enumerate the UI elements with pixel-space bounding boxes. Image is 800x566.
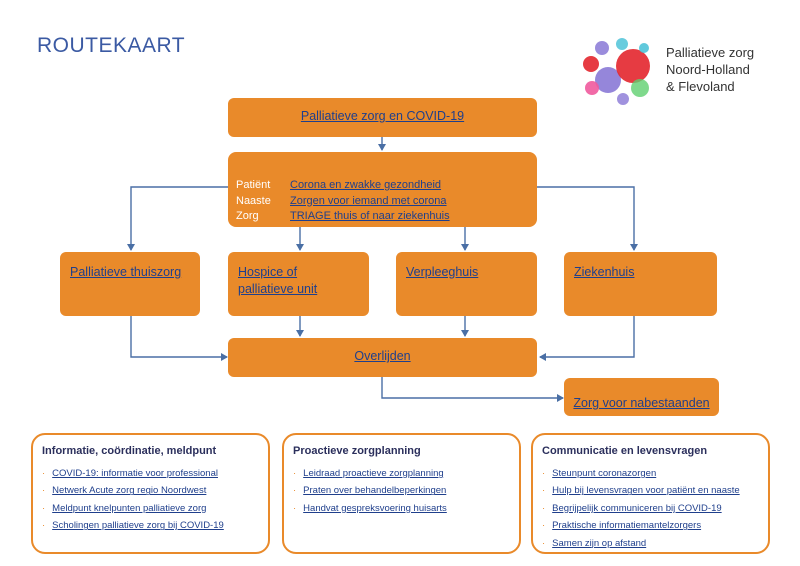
item-link[interactable]: Steunpunt coronazorgen — [552, 468, 657, 479]
item-link[interactable]: Begrijpelijk communiceren bij COVID-19 — [552, 502, 722, 514]
flow-triage-box: Patiënt Corona en zwakke gezondheid Naas… — [228, 152, 537, 227]
row-label: Patiënt — [236, 179, 271, 191]
item-link[interactable]: Leidraad proactieve zorgplanning — [303, 468, 444, 479]
verpleeghuis-link[interactable]: Verpleeghuis — [406, 265, 479, 279]
hospice-link[interactable]: Hospice of palliatieve unit — [238, 265, 318, 296]
list-item[interactable]: · Steunpunt coronazorgen — [542, 465, 740, 482]
list-item[interactable]: · COVID-19: informatie voor professional — [42, 465, 224, 482]
item-link[interactable]: Handvat gespreksvoering huisarts — [303, 502, 447, 514]
setting-ziekenhuis-box: Ziekenhuis — [564, 252, 717, 316]
setting-thuiszorg-box: Palliatieve thuiszorg — [60, 252, 200, 316]
triage-row-patient: Patiënt Corona en zwakke gezondheid — [236, 178, 450, 194]
logo-line-2: Noord-Holland — [666, 62, 750, 77]
flow-top-box: Palliatieve zorg en COVID-19 — [228, 98, 537, 137]
panel-list: ·COVID-19: informatie voor professional … — [42, 465, 224, 535]
list-item[interactable]: · Begrijpelijk communiceren bij COVID-19 — [542, 500, 740, 517]
bullet-icon: · — [542, 502, 546, 514]
bereaved-box: Zorg voor nabestaanden — [564, 378, 719, 416]
naaste-link[interactable]: Zorgen voor iemand met corona — [290, 194, 447, 207]
overlijden-link[interactable]: Overlijden — [354, 349, 411, 363]
zorg-link[interactable]: TRIAGE thuis of naar ziekenhuis — [290, 210, 450, 222]
item-link[interactable]: Praten over behandelbeperkingen — [303, 485, 447, 497]
item-link[interactable]: Hulp bij levensvragen voor patiënt en na… — [552, 485, 740, 497]
covid-link[interactable]: Palliatieve zorg en COVID-19 — [300, 109, 465, 123]
item-link[interactable]: Scholingen palliatieve zorg bij COVID-19 — [52, 520, 224, 532]
list-item[interactable]: · Leidraad proactieve zorgplanning — [293, 465, 447, 482]
panel-title: Communicatie en levensvragen — [542, 445, 708, 457]
setting-hospice-box: Hospice of palliatieve unit — [228, 252, 369, 316]
death-box: Overlijden — [228, 338, 537, 377]
list-item[interactable]: · Praktische informatiemantelzorgers — [542, 517, 740, 534]
row-label: Naaste — [236, 194, 271, 207]
panel-communicatie: Communicatie en levensvragen · Steunpunt … — [531, 433, 770, 554]
ziekenhuis-link[interactable]: Ziekenhuis — [574, 265, 635, 279]
row-label: Zorg — [236, 210, 259, 222]
bullet-icon: · — [293, 485, 297, 497]
bullet-icon: · — [42, 502, 46, 514]
logo-icon — [583, 38, 650, 105]
nabestaanden-link[interactable]: Zorg voor nabestaanden — [573, 396, 710, 410]
panel-title: Proactieve zorgplanning — [293, 445, 421, 457]
bullet-icon: · — [542, 537, 546, 549]
logo-line-3: & Flevoland — [666, 79, 735, 94]
triage-rows: Patiënt Corona en zwakke gezondheid Naas… — [236, 178, 450, 225]
triage-row-naaste: Naaste Zorgen voor iemand met corona — [236, 194, 450, 210]
logo-text: Palliatieve zorg Noord-Holland & Flevola… — [666, 44, 754, 95]
bullet-icon: · — [293, 468, 297, 479]
panel-proactief: Proactieve zorgplanning · Leidraad proact… — [282, 433, 521, 554]
item-link[interactable]: Praktische informatiemantelzorgers — [552, 520, 702, 532]
bullet-icon: · — [42, 485, 46, 497]
panel-list: · Leidraad proactieve zorgplanning · Prate… — [293, 465, 447, 517]
triage-row-zorg: Zorg TRIAGE thuis of naar ziekenhuis — [236, 209, 450, 225]
list-item[interactable]: · Meldpunt knelpunten palliatieve zorg — [42, 500, 224, 517]
panel-list: · Steunpunt coronazorgen · Hulp bij levens… — [542, 465, 740, 552]
patient-link[interactable]: Corona en zwakke gezondheid — [290, 179, 442, 191]
bullet-icon: · — [542, 520, 546, 532]
bullet-icon: · — [542, 468, 546, 479]
panel-title: Informatie, coördinatie, meldpunt — [42, 445, 217, 457]
bullet-icon: · — [542, 485, 546, 497]
item-link[interactable]: Netwerk Acute zorg regio Noordwest — [52, 485, 207, 497]
list-item[interactable]: · Praten over behandelbeperkingen — [293, 482, 447, 499]
list-item[interactable]: · Scholingen palliatieve zorg bij COVID-1… — [42, 517, 224, 534]
item-link[interactable]: COVID-19: informatie voor professional — [52, 468, 218, 479]
list-item[interactable]: · Samen zijn op afstand — [542, 535, 740, 552]
list-item[interactable]: · Handvat gespreksvoering huisarts — [293, 500, 447, 517]
bullet-icon: · — [42, 520, 46, 532]
item-link[interactable]: Samen zijn op afstand — [552, 537, 647, 549]
page-title: ROUTEKAART — [37, 34, 186, 57]
panel-informatie: Informatie, coördinatie, meldpunt · COVID… — [31, 433, 270, 554]
bullet-icon: · — [293, 502, 297, 514]
setting-verpleeghuis-box: Verpleeghuis — [396, 252, 537, 316]
list-item[interactable]: · Hulp bij levensvragen voor patiënt en n… — [542, 482, 740, 499]
list-item[interactable]: · Netwerk Acute zorg regio Noordwest — [42, 482, 224, 499]
bullet-icon: · — [42, 468, 46, 479]
logo-line-1: Palliatieve zorg — [666, 45, 755, 60]
thuiszorg-link[interactable]: Palliatieve thuiszorg — [70, 265, 182, 279]
item-link[interactable]: Meldpunt knelpunten palliatieve zorg — [52, 502, 207, 514]
